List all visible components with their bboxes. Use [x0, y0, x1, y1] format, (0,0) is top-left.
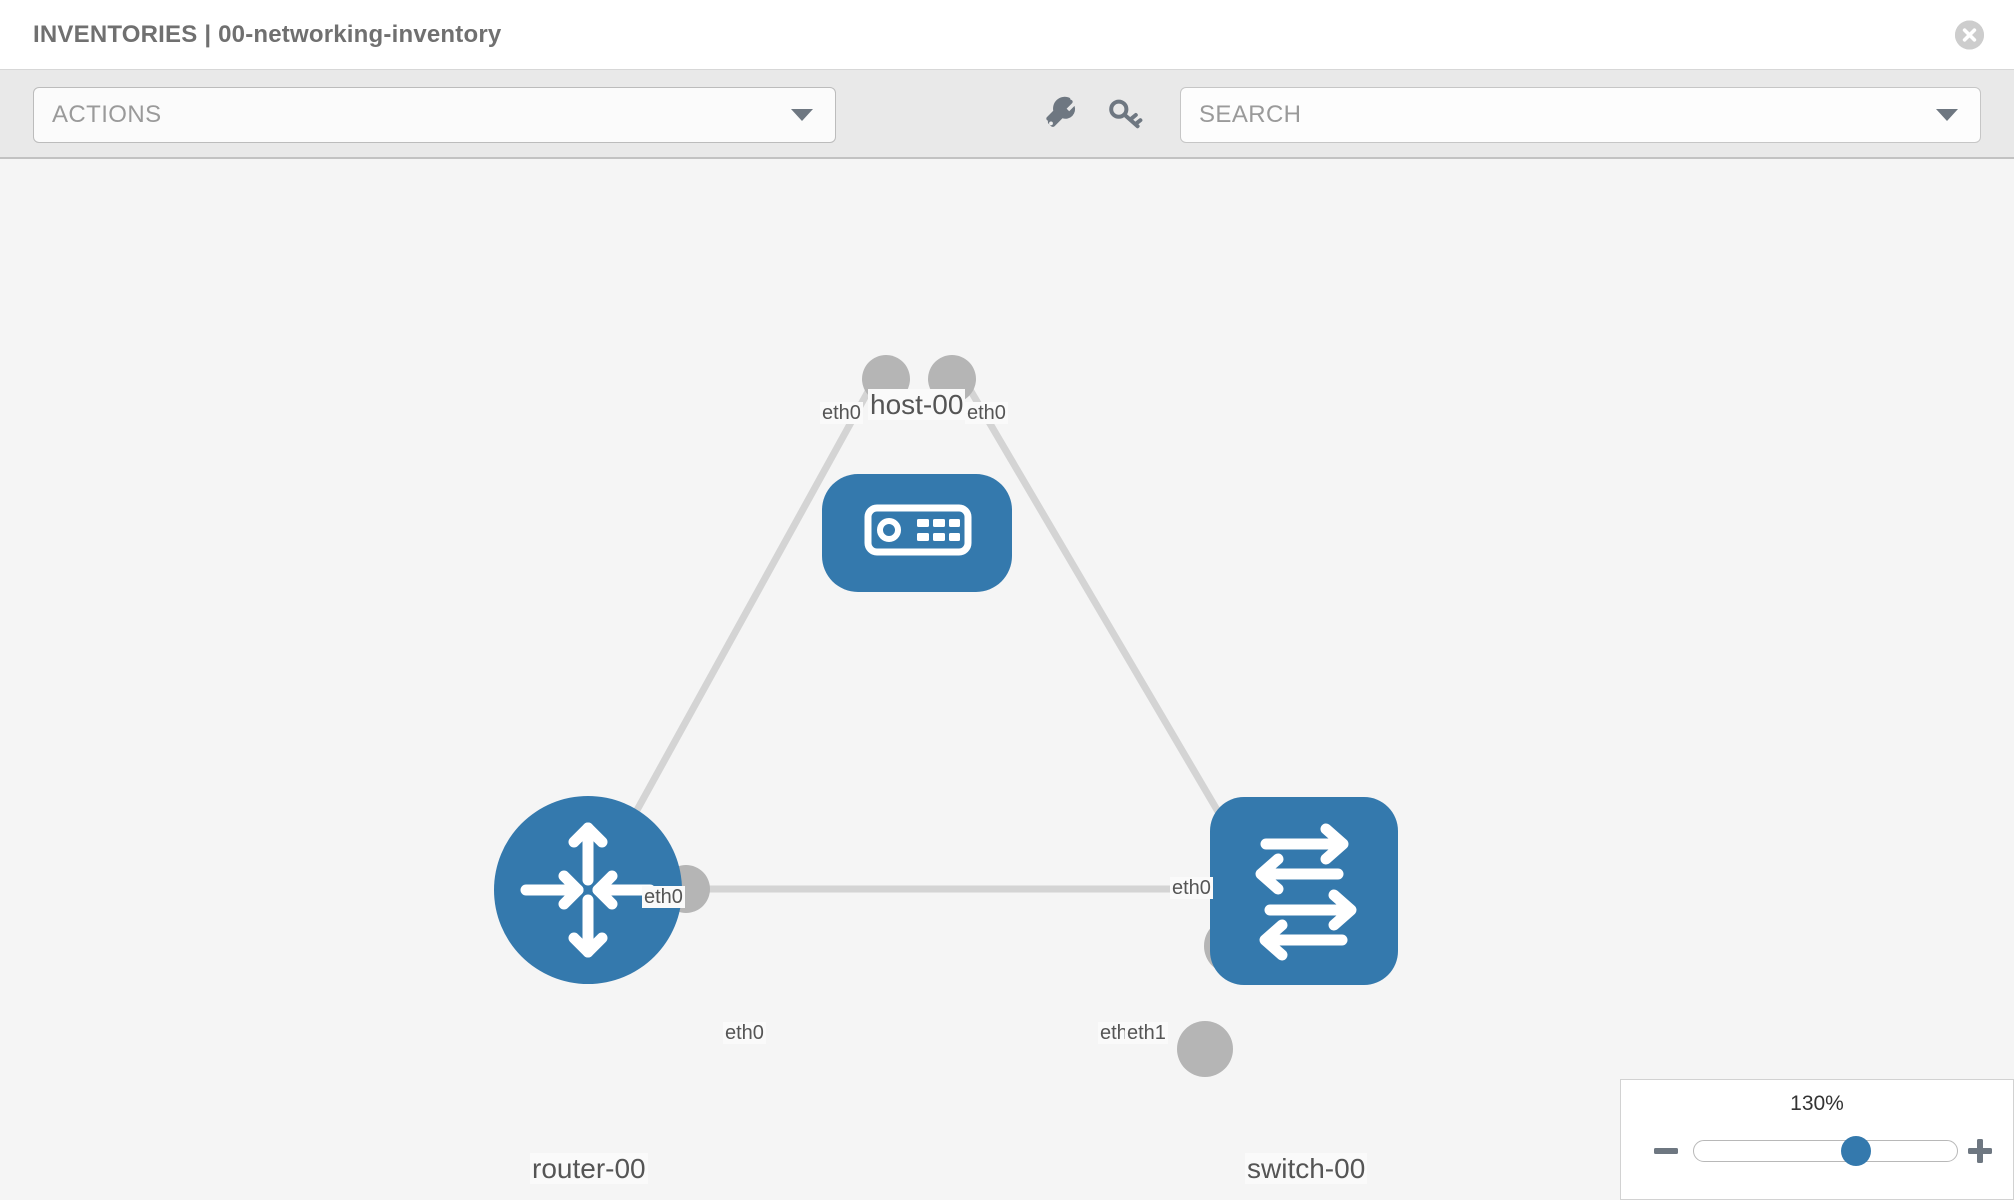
- toolbar: ACTIONS: [0, 70, 2014, 159]
- topology-connectors: [662, 355, 1260, 1077]
- zoom-slider-thumb[interactable]: [1840, 1136, 1871, 1166]
- topology-graph: [494, 355, 1398, 1077]
- search-input[interactable]: SEARCH: [1180, 87, 1981, 143]
- search-placeholder: SEARCH: [1199, 101, 1302, 128]
- link-host-switch: [948, 357, 1244, 851]
- connector-switch-left: [1177, 1021, 1233, 1077]
- zoom-slider-row: [1621, 1130, 2014, 1172]
- node-label-router-00: router-00: [530, 1153, 648, 1185]
- node-label-switch-00: switch-00: [1245, 1153, 1368, 1185]
- actions-dropdown[interactable]: ACTIONS: [33, 87, 836, 143]
- wrench-icon[interactable]: [1038, 93, 1080, 135]
- topology-canvas[interactable]: eth0 host-00 eth0 eth0 eth0 eth0 eth0 et…: [0, 159, 2014, 1200]
- actions-dropdown-label: ACTIONS: [52, 101, 162, 128]
- zoom-control-panel: 130%: [1620, 1079, 2014, 1200]
- plus-icon[interactable]: [1965, 1136, 1995, 1166]
- page-header: INVENTORIES | 00-networking-inventory: [0, 0, 2014, 70]
- chevron-down-icon: [791, 109, 813, 121]
- chevron-down-icon[interactable]: [1936, 109, 1958, 121]
- edge-label-router-up-eth: eth0: [642, 886, 685, 909]
- page-title: INVENTORIES | 00-networking-inventory: [33, 20, 502, 48]
- close-icon[interactable]: [1955, 20, 1984, 49]
- edge-label-router-right-eth: eth0: [723, 1022, 766, 1045]
- edge-label-host-left-eth: eth0: [820, 402, 863, 425]
- node-host-00: [822, 474, 1012, 592]
- link-host-router: [606, 357, 890, 861]
- node-router-00: [494, 796, 682, 984]
- node-label-host-00: host-00: [868, 389, 966, 421]
- edge-label-switch-left-eth: eth1: [1125, 1022, 1168, 1045]
- node-switch-00: [1210, 797, 1398, 985]
- topology-links: [606, 357, 1250, 893]
- edge-label-host-right-eth: eth0: [965, 402, 1008, 425]
- key-icon[interactable]: [1104, 93, 1146, 135]
- zoom-level-value: 130%: [1790, 1092, 1844, 1115]
- edge-label-switch-up-eth: eth0: [1170, 877, 1213, 900]
- zoom-slider[interactable]: [1693, 1136, 1958, 1166]
- minus-icon[interactable]: [1651, 1136, 1681, 1166]
